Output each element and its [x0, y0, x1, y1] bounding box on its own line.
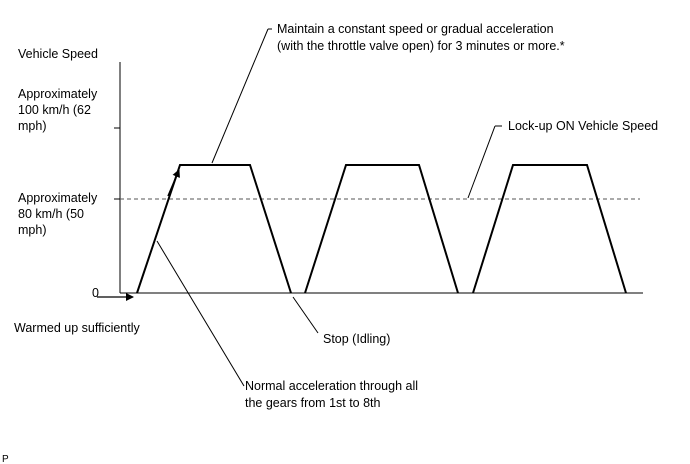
- maintain-note: Maintain a constant speed or gradual acc…: [277, 22, 565, 53]
- speed-cycle-2: [304, 164, 459, 294]
- speed-high-label: Approximately 100 km/h (62 mph): [18, 87, 101, 133]
- leader-stop: [292, 296, 319, 334]
- warmed-up-label: Warmed up sufficiently: [14, 321, 140, 335]
- normal-accel-note: Normal acceleration through all the gear…: [245, 379, 422, 410]
- zero-label: 0: [92, 286, 99, 300]
- leader-maintain: [211, 28, 269, 164]
- speed-lockup-label: Approximately 80 km/h (50 mph): [18, 191, 101, 237]
- leader-lockup: [467, 125, 496, 199]
- speed-cycle-3: [472, 164, 627, 294]
- leader-normal-accel: [156, 240, 245, 387]
- accel-arrow: [167, 169, 180, 197]
- y-axis-title: Vehicle Speed: [18, 47, 98, 61]
- footer-mark: P: [2, 454, 9, 464]
- stop-idling-label: Stop (Idling): [323, 332, 390, 346]
- speed-cycle-1: [136, 164, 292, 294]
- lockup-on-label: Lock-up ON Vehicle Speed: [508, 119, 658, 133]
